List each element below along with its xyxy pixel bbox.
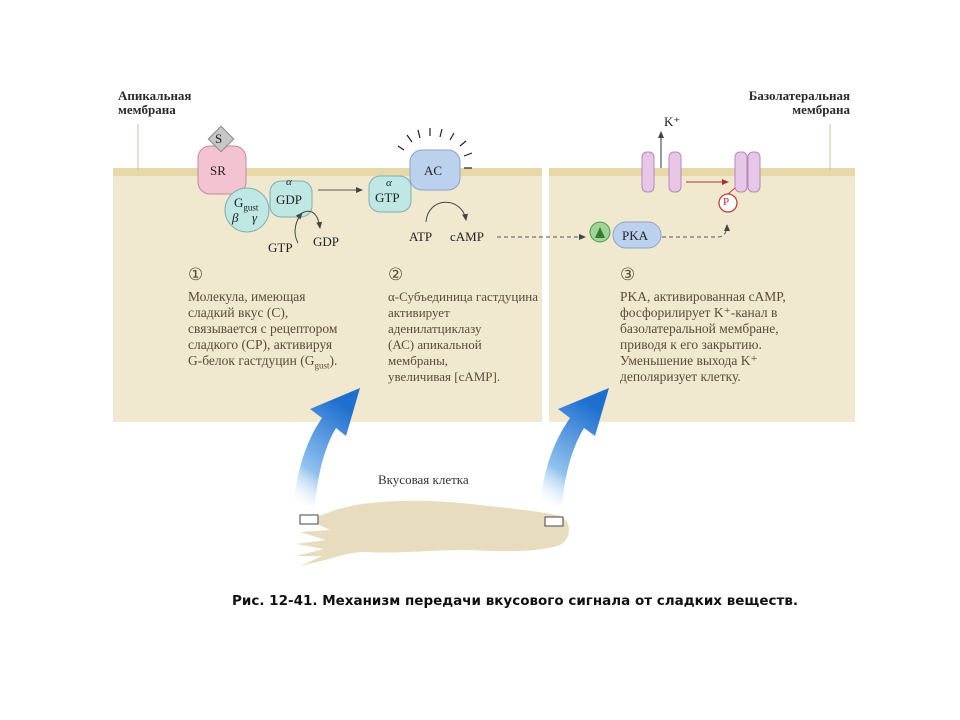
figure-caption: Рис. 12-41. Механизм передачи вкусового … bbox=[232, 593, 798, 609]
step2-number: ② bbox=[388, 265, 404, 284]
pka-enzyme bbox=[612, 221, 662, 249]
left-panel bbox=[113, 170, 542, 422]
phosphate-label: P bbox=[723, 196, 730, 208]
right-panel bbox=[549, 170, 855, 422]
camp-label: cAMP bbox=[450, 229, 484, 244]
step3-text: PKA, активированная cAMP, фосфорилирует … bbox=[620, 289, 786, 384]
adenylate-cyclase bbox=[409, 149, 461, 191]
gdp-bound-label: GDP bbox=[276, 192, 303, 207]
gamma-label: γ bbox=[252, 210, 258, 225]
alpha-label: α bbox=[286, 176, 292, 188]
gtp-input-label: GTP bbox=[268, 240, 293, 255]
atp-camp-arrow bbox=[425, 201, 468, 223]
taste-cell-label: Вкусовая клетка bbox=[378, 472, 469, 487]
basolateral-membrane bbox=[549, 168, 855, 176]
step2-text: α-Субъединица гастдуцина активирует аден… bbox=[388, 289, 539, 384]
sweet-receptor-label: SR bbox=[210, 163, 226, 178]
activation-rays bbox=[397, 128, 473, 169]
gtp-gdp-exchange-arrow bbox=[294, 212, 303, 244]
sweet-molecule bbox=[207, 125, 235, 153]
k-channel-open bbox=[641, 151, 682, 193]
basolateral-region-box bbox=[544, 516, 564, 527]
atp-label: ATP bbox=[409, 229, 433, 244]
apical-membrane-label: Апикальная мембрана bbox=[118, 88, 192, 117]
zoom-arrow-right bbox=[540, 388, 609, 505]
gdp-output-label: GDP bbox=[313, 234, 340, 249]
k-ion-label: K⁺ bbox=[664, 114, 681, 129]
alpha2-label: α bbox=[386, 177, 392, 189]
g-alpha-gdp bbox=[269, 180, 313, 218]
apical-membrane bbox=[113, 168, 542, 176]
g-beta-gamma bbox=[224, 187, 270, 233]
pka-to-channel-arrow bbox=[662, 224, 730, 238]
ac-label: AC bbox=[424, 163, 443, 178]
g-gust-label: Ggust bbox=[234, 195, 259, 213]
beta-label: β bbox=[232, 210, 239, 225]
pka-label: PKA bbox=[622, 228, 649, 243]
sweet-molecule-label: S bbox=[215, 131, 223, 146]
basolateral-membrane-label: Базолатеральная мембрана bbox=[748, 88, 850, 117]
step1-text: Молекула, имеющая сладкий вкус (С), связ… bbox=[188, 289, 338, 371]
step3-number: ③ bbox=[620, 265, 636, 284]
taste-cell bbox=[296, 500, 569, 566]
apical-region-box bbox=[299, 514, 319, 525]
g-alpha-gtp bbox=[368, 175, 412, 213]
zoom-arrow-left bbox=[293, 388, 360, 505]
gtp-bound-label: GTP bbox=[375, 190, 400, 205]
step1-number: ① bbox=[188, 265, 204, 284]
k-channel-closed bbox=[734, 151, 761, 193]
